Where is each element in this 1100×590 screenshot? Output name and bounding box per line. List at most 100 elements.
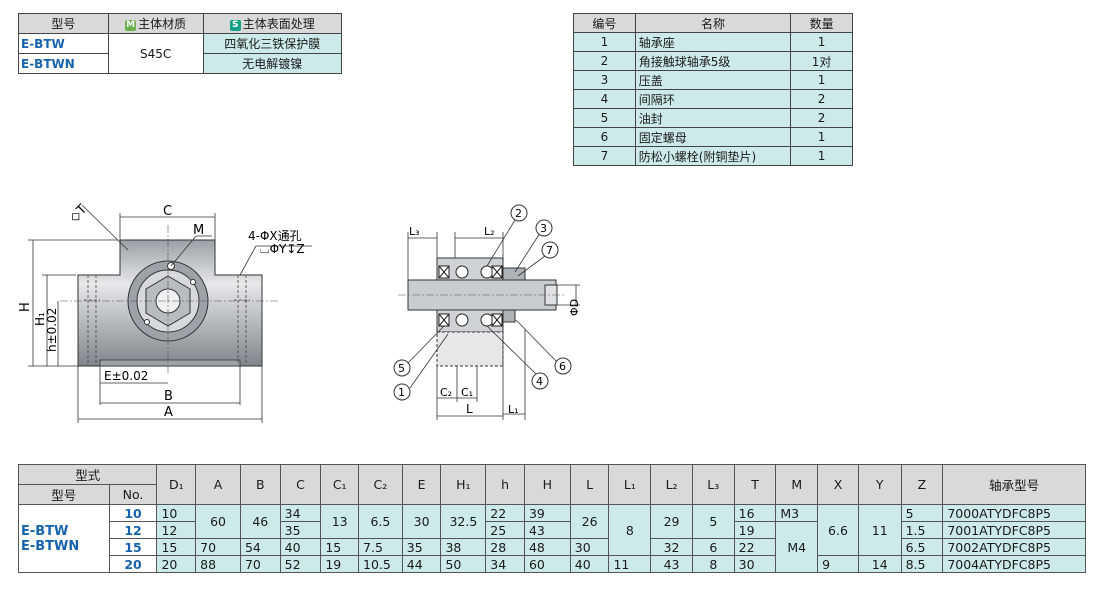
no-cell: 12	[108, 521, 158, 539]
header-col: L₁	[608, 464, 652, 505]
header-col: Z	[900, 464, 944, 505]
cell-C2: 10.5	[358, 555, 403, 573]
part-name: 轴承座	[634, 32, 792, 52]
section-dimension-lines	[407, 219, 580, 420]
callout-7: 7	[546, 244, 553, 257]
cell-D1: 20	[156, 555, 197, 573]
no-cell: 10	[108, 504, 158, 522]
cell-E: 35	[401, 538, 442, 556]
material-badge-icon: M	[125, 20, 137, 31]
cell-Z: 8.5	[900, 555, 944, 573]
cell-Y: 11	[857, 504, 902, 556]
label-T: ◇T	[67, 202, 90, 225]
cell-L3: 6	[691, 538, 735, 556]
table-row: 12 12 35 25 43 19 M4 1.5 7001ATYDFC8P5	[18, 521, 1086, 573]
cell-T: 16	[733, 504, 777, 522]
cell-H1: 38	[440, 538, 487, 556]
header-col: Y	[857, 464, 902, 505]
header-type: 型号	[18, 13, 109, 34]
header-col: C	[279, 464, 322, 505]
header-col: L	[569, 464, 610, 505]
cell-bearing: 7004ATYDFC8P5	[942, 555, 1086, 573]
cell-C2: 7.5	[358, 538, 403, 556]
part-no: 1	[573, 32, 636, 52]
cell-bearing: 7001ATYDFC8P5	[942, 521, 1086, 539]
part-qty: 1对	[790, 51, 853, 71]
cell-B: 54	[239, 538, 281, 556]
label-A: A	[164, 405, 173, 420]
type-cell: E-BTW E-BTWN	[18, 504, 110, 573]
cell-A: 88	[195, 555, 241, 573]
label-L2: L₂	[484, 225, 495, 238]
cell-L: 26	[569, 504, 610, 539]
header-col: E	[401, 464, 442, 505]
cell-H: 43	[523, 521, 571, 539]
material-value: S45C	[107, 33, 204, 74]
parts-header-no: 编号	[573, 13, 636, 33]
part-qty: 1	[790, 32, 853, 52]
cell-H: 48	[523, 538, 571, 556]
part-no: 4	[573, 89, 636, 109]
part-qty: 2	[790, 89, 853, 109]
cell-B: 46	[239, 504, 281, 539]
lock-nut-lower	[502, 309, 516, 323]
label-L: L	[466, 402, 473, 416]
cell-Z: 6.5	[900, 538, 944, 556]
cell-D1: 10	[156, 504, 197, 522]
header-col: D₁	[156, 464, 197, 505]
cell-X: 6.6	[817, 504, 859, 556]
cell-C: 40	[279, 538, 322, 556]
label-E: E±0.02	[104, 369, 148, 383]
header-col: C₂	[358, 464, 403, 505]
label-B: B	[164, 389, 173, 404]
screw-left	[144, 319, 150, 325]
cell-Z: 5	[900, 504, 944, 522]
header-col: H	[523, 464, 571, 505]
cell-A: 60	[195, 504, 241, 539]
cell-M: M3	[775, 504, 819, 522]
cell-T: 22	[733, 538, 777, 556]
label-L1: L₁	[508, 403, 519, 416]
type-name: E-BTW	[21, 523, 69, 539]
cell-h: 28	[485, 538, 525, 556]
front-view-drawing: C M ◇T 4-ΦX通孔 ⌴ΦY↧Z H H₁ h±0.02 E±0.02 B…	[18, 202, 312, 423]
header-no: No.	[108, 484, 158, 505]
cell-L2: 32	[650, 538, 693, 556]
header-col: A	[195, 464, 241, 505]
header-col: C₁	[320, 464, 360, 505]
cell-E: 30	[401, 504, 442, 539]
cell-M: M4	[775, 521, 819, 573]
part-no: 5	[573, 108, 636, 128]
parts-header-name: 名称	[634, 13, 792, 33]
header-col: M	[775, 464, 819, 505]
callout-1: 1	[398, 386, 405, 399]
cell-E: 44	[401, 555, 442, 573]
cell-X: 9	[817, 555, 859, 573]
header-bearing: 轴承型号	[942, 464, 1086, 505]
no-cell: 20	[108, 555, 158, 573]
cell-Z: 1.5	[900, 521, 944, 539]
hidden-holes	[84, 275, 250, 366]
cell-H1: 32.5	[440, 504, 487, 539]
cell-L2: 43	[650, 555, 693, 573]
cell-C: 52	[279, 555, 322, 573]
label-D: ΦD	[568, 299, 581, 316]
header-col: B	[239, 464, 281, 505]
dimension-lines	[28, 204, 312, 423]
cell-bearing: 7002ATYDFC8P5	[942, 538, 1086, 556]
cell-Y: 14	[857, 555, 902, 573]
parts-header-qty: 数量	[790, 13, 853, 33]
cell-H1: 50	[440, 555, 487, 573]
table-row: 15 15 70 54 40 15 7.5 35 38 28 48 30 32 …	[18, 538, 1086, 556]
part-qty: 1	[790, 70, 853, 90]
cell-h: 25	[485, 521, 525, 539]
cell-C: 35	[279, 521, 322, 539]
part-name: 油封	[634, 108, 792, 128]
cell-L3: 5	[691, 504, 735, 539]
label-C1: C₁	[461, 386, 473, 399]
